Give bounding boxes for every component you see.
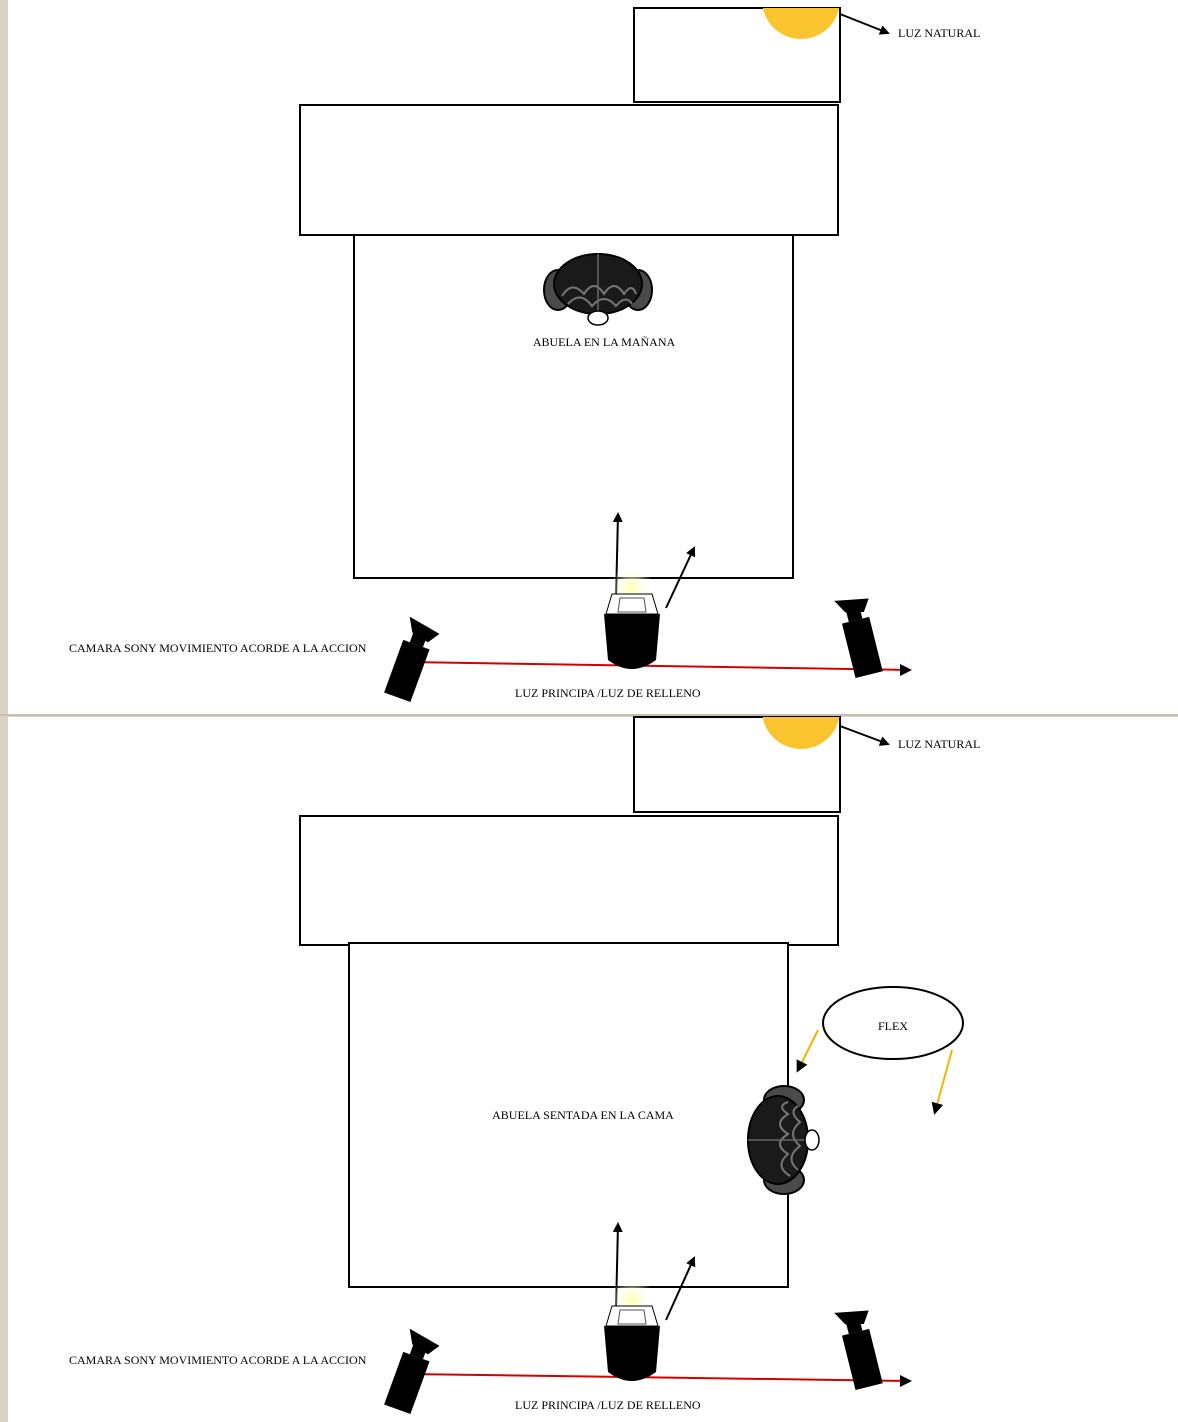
flex-reflector: [822, 986, 964, 1060]
natural-light-label: LUZ NATURAL: [898, 737, 980, 751]
camera-label: CAMARA SONY MOVIMIENTO ACORDE A LA ACCIO…: [69, 1353, 367, 1367]
panel-sitting: LUZ NATURAL ABUELA SENTADA EN LA CAMA FL…: [8, 716, 1178, 1422]
sun-icon: [762, 8, 840, 39]
camera-label: CAMARA SONY MOVIMIENTO ACORDE A LA ACCIO…: [69, 641, 367, 655]
sun-icon: [762, 717, 840, 749]
bed: [348, 942, 789, 1288]
panel-morning: LUZ NATURAL ABUELA EN LA MAÑANA CAMARA S…: [8, 0, 1178, 714]
flex-label: FLEX: [878, 1019, 908, 1033]
scene-label: ABUELA SENTADA EN LA CAMA: [492, 1108, 674, 1122]
main-light-icon: [603, 1269, 661, 1382]
headboard: [299, 815, 839, 946]
light-label: LUZ PRINCIPA /LUZ DE RELLENO: [515, 686, 701, 700]
light-label: LUZ PRINCIPA /LUZ DE RELLENO: [515, 1398, 701, 1412]
headboard: [299, 104, 839, 236]
scene-label: ABUELA EN LA MAÑANA: [533, 335, 676, 349]
main-light-icon: [603, 557, 661, 670]
natural-light-label: LUZ NATURAL: [898, 26, 980, 40]
